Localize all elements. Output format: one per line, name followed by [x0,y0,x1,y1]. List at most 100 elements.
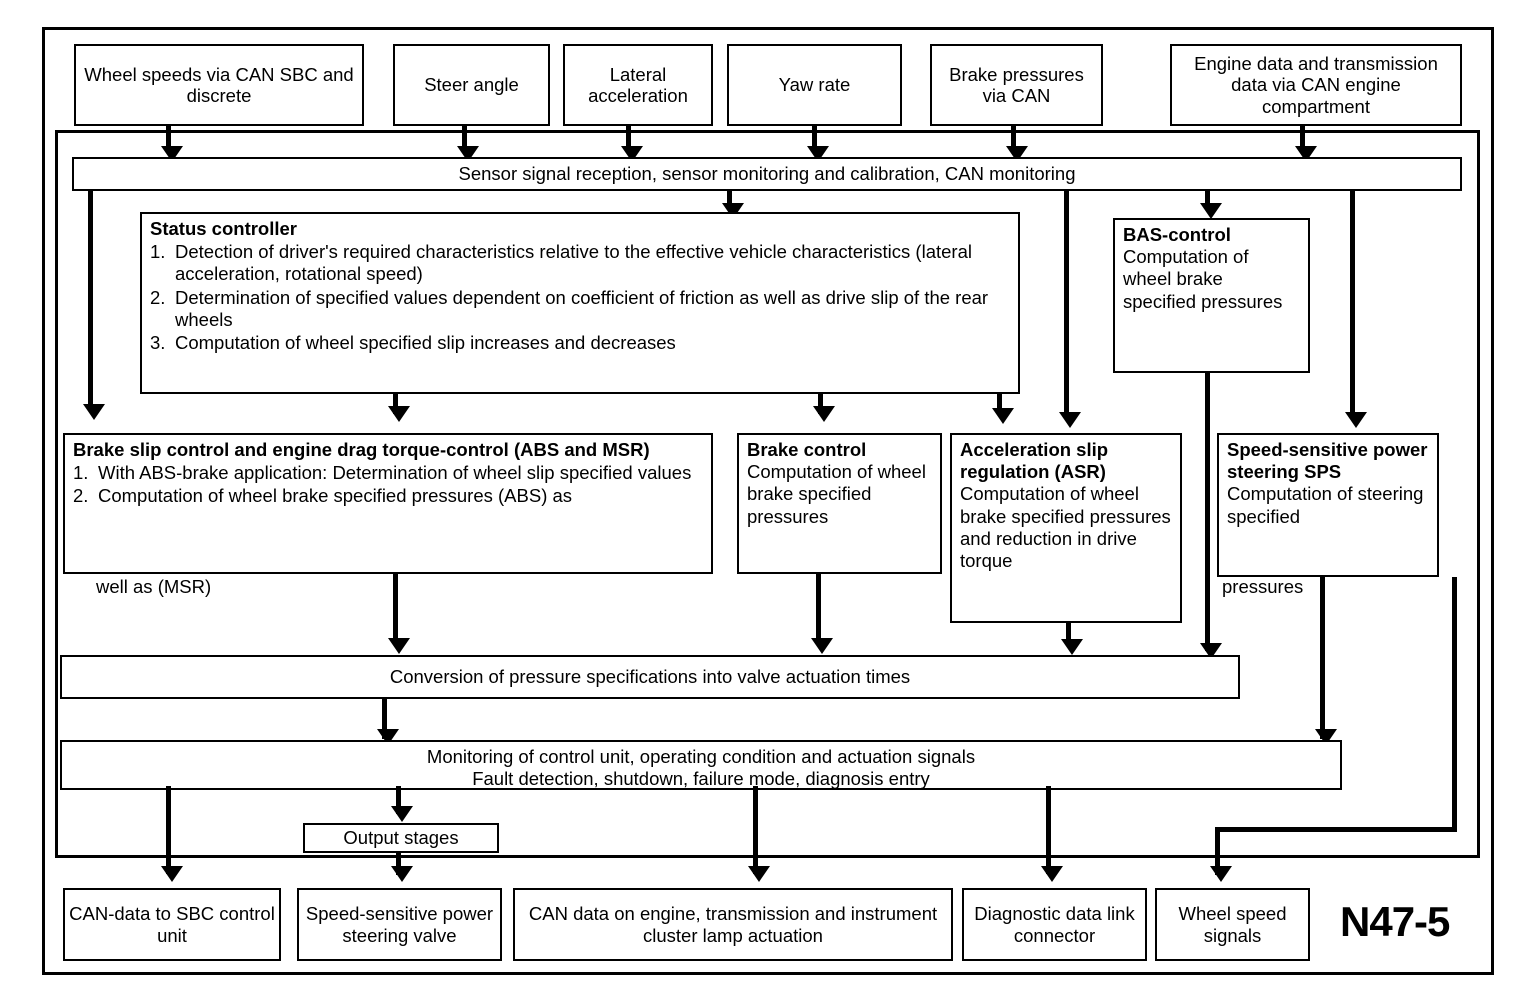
input-label: Wheel speeds via CAN SBC and discrete [84,63,354,106]
connector-to-wheelspeed-signals [1215,827,1220,875]
status-controller-title: Status controller [150,218,297,239]
connector-conversion-to-monitoring [382,699,387,739]
connector-sensorbar-to-bas [1205,191,1210,209]
output-label: Wheel speed signals [1178,903,1287,946]
connector-yaw-to-sensorbar [812,126,817,150]
connector-sps-right-drop [1452,577,1457,831]
connector-monitoring-to-outputstages [396,786,401,814]
connector-lateral-to-sensorbar [626,126,631,150]
arrowhead [388,638,410,654]
output-box-wheel-speed-signals: Wheel speed signals [1155,888,1310,961]
list-item: 2. Determination of specified values dep… [150,287,1010,331]
bas-control-title: BAS-control [1123,224,1231,245]
list-item: 1. With ABS-brake application: Determina… [73,462,703,484]
arrowhead [1345,412,1367,428]
input-label: Engine data and transmission data via CA… [1194,52,1438,117]
list-number: 2. [150,286,166,308]
input-label: Lateral acceleration [588,63,688,106]
monitoring-line-1: Monitoring of control unit, operating co… [426,746,976,767]
list-number: 1. [150,241,166,263]
output-label: Speed-sensitive power steering valve [305,903,494,946]
bas-control-box: BAS-control Computation of wheel brake s… [1113,218,1310,373]
brake-control-title: Brake control [747,439,867,460]
monitoring-bar: Monitoring of control unit, operating co… [60,740,1342,790]
brake-control-box: Brake control Computation of wheel brake… [737,433,942,574]
brake-slip-control-box: Brake slip control and engine drag torqu… [63,433,713,574]
connector-status-to-asr [997,394,1002,414]
output-box-sps-valve: Speed-sensitive power steering valve [297,888,502,961]
connector-bas-to-conversion [1205,373,1210,651]
connector-brakeslip-to-conversion [393,574,398,644]
list-text: With ABS-brake application: Determinatio… [98,462,692,484]
list-number: 2. [73,485,89,507]
connector-sensorbar-to-status [727,191,732,209]
output-box-diagnostic-connector: Diagnostic data link connector [962,888,1147,961]
input-box-steer-angle: Steer angle [393,44,550,126]
connector-status-to-brakecontrol [818,394,823,414]
input-label: Yaw rate [778,74,851,96]
connector-asr-to-conversion [1066,623,1071,645]
input-label: Brake pressures via CAN [949,63,1084,106]
sps-title: Speed-sensitive power steering SPS [1227,439,1428,483]
sps-body: Computation of steering specified [1227,483,1424,527]
connector-outputstages-to-spsvalve [396,853,401,875]
list-text: Computation of wheel brake specified pre… [98,485,573,507]
list-number: 3. [150,331,166,353]
bas-control-body: Computation of wheel brake specified pre… [1123,246,1283,312]
connector-monitoring-to-cansbc [166,786,171,874]
connector-sensorbar-to-brakeslip [88,191,93,409]
connector-enginedata-to-sensorbar [1300,126,1305,150]
sps-box: Speed-sensitive power steering SPS Compu… [1217,433,1439,577]
asr-title: Acceleration slip regulation (ASR) [960,439,1109,483]
connector-brakecontrol-to-conversion [816,574,821,644]
connector-monitoring-to-diagnostic [1046,786,1051,874]
arrowhead [992,408,1014,424]
conversion-bar-label: Conversion of pressure specifications in… [389,666,911,688]
output-box-can-data-engine: CAN data on engine, transmission and ins… [513,888,953,961]
arrowhead [1061,639,1083,655]
arrowhead [1059,412,1081,428]
input-box-yaw-rate: Yaw rate [727,44,902,126]
arrowhead [1200,203,1222,219]
output-box-can-data-sbc: CAN-data to SBC control unit [63,888,281,961]
arrowhead [83,404,105,420]
arrowhead [813,406,835,422]
brake-slip-title: Brake slip control and engine drag torqu… [73,439,650,460]
status-controller-box: Status controller 1. Detection of driver… [140,212,1020,394]
arrowhead [1041,866,1063,882]
output-stages-box: Output stages [303,823,499,853]
connector-sensorbar-to-asr [1064,191,1069,417]
connector-sps-to-monitoring [1320,577,1325,739]
list-text: Computation of wheel specified slip incr… [175,331,676,353]
input-box-lateral-acceleration: Lateral acceleration [563,44,713,126]
arrowhead [391,866,413,882]
connector-brakepress-to-sensorbar [1011,126,1016,150]
output-label: CAN-data to SBC control unit [69,903,275,946]
connector-steer-angle-to-sensorbar [462,126,467,150]
sensor-signal-bar: Sensor signal reception, sensor monitori… [72,157,1462,191]
input-box-engine-data: Engine data and transmission data via CA… [1170,44,1462,126]
brake-control-body: Computation of wheel brake specified pre… [747,461,926,527]
monitoring-line-2: Fault detection, shutdown, failure mode,… [472,768,930,789]
connector-monitoring-to-canengine [753,786,758,874]
list-text: Detection of driver's required character… [175,241,972,285]
brake-slip-overflow-text: well as (MSR) [96,576,212,597]
arrowhead [1210,866,1232,882]
input-label: Steer angle [424,74,519,96]
arrowhead [388,406,410,422]
list-number: 1. [73,462,89,484]
connector-status-to-brakeslip [393,394,398,414]
list-item: 2. Computation of wheel brake specified … [73,485,703,507]
input-box-wheel-speeds: Wheel speeds via CAN SBC and discrete [74,44,364,126]
connector-sensorbar-to-sps [1350,191,1355,417]
arrowhead [748,866,770,882]
connector-wheel-speeds-to-sensorbar [166,126,171,150]
control-unit-frame [55,130,1480,858]
sps-overflow-text: pressures [1222,576,1304,597]
asr-box: Acceleration slip regulation (ASR) Compu… [950,433,1182,623]
list-item: 3. Computation of wheel specified slip i… [150,332,1010,354]
arrowhead [161,866,183,882]
arrowhead [391,806,413,822]
arrowhead [811,638,833,654]
